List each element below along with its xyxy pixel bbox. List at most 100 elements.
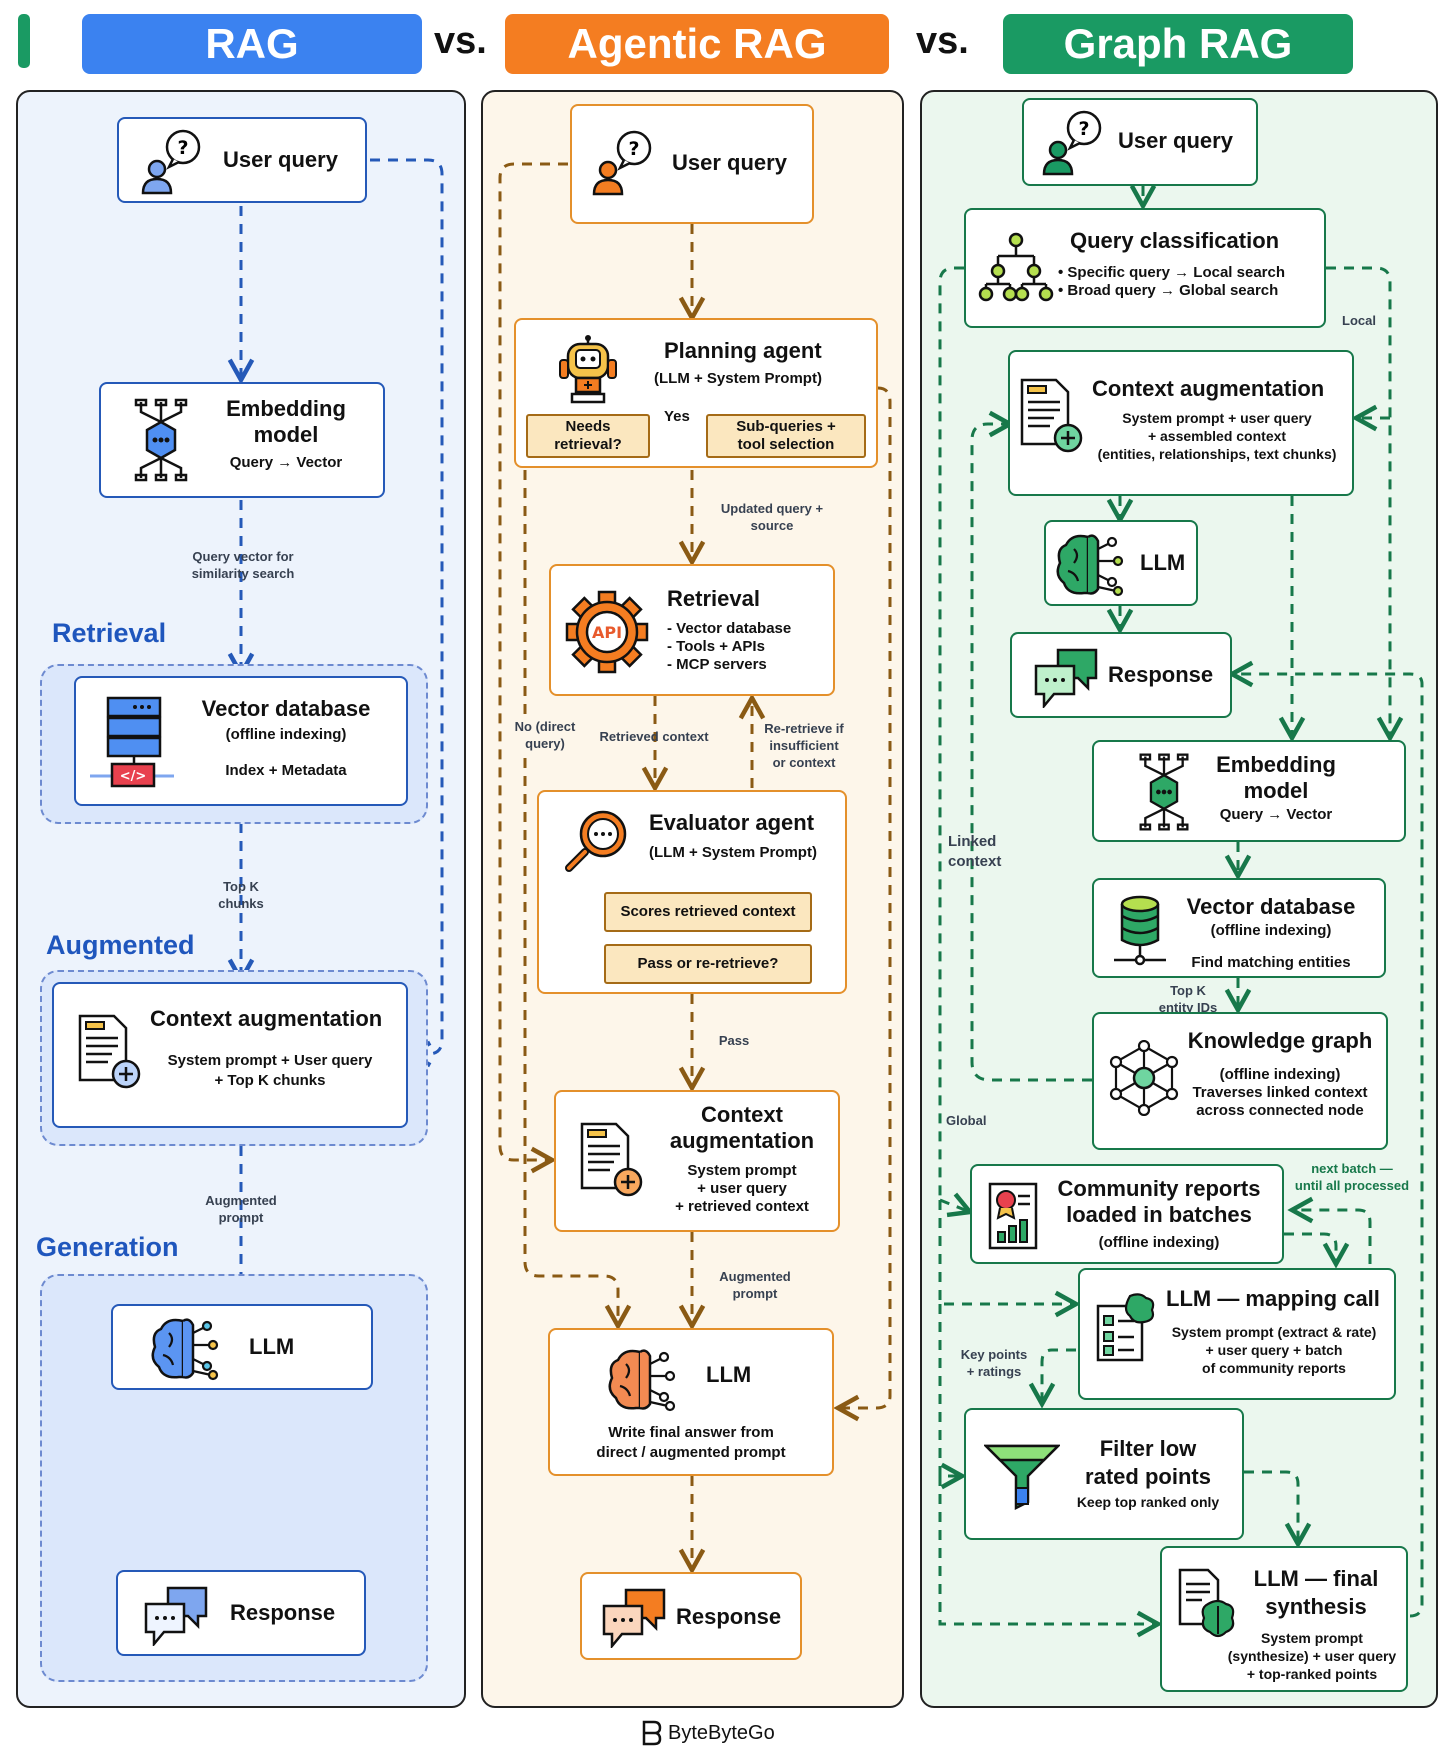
footer-brand-text: ByteByteGo (668, 1721, 775, 1744)
agentic-label-aug-1: Augmented (719, 1269, 791, 1284)
agentic-label-no-direct-1: No (direct (514, 719, 576, 734)
graph-knowledge-graph-title: Knowledge graph (1187, 1028, 1373, 1053)
agentic-label-pass: Pass (718, 1033, 750, 1048)
graph-user-query-label: User query (1118, 128, 1233, 153)
graph-banner-title: Graph RAG (1063, 20, 1293, 67)
graph-final-sub-3: + top-ranked points (1246, 1666, 1378, 1682)
agentic-context-sub-2: + user query (697, 1180, 787, 1197)
robot-icon (559, 335, 617, 404)
graph-knowledge-graph-sub-1: (offline indexing) (1219, 1066, 1341, 1083)
agentic-retrieval-item-2: - Tools + APIs (667, 638, 765, 655)
graph-label-nextbatch-1: next batch — (1311, 1161, 1393, 1176)
rag-banner: RAG (82, 14, 422, 74)
svg-text:</>: </> (120, 769, 147, 784)
rag-section-retrieval: Retrieval (52, 618, 167, 648)
agentic-planning-sub: (LLM + System Prompt) (654, 370, 822, 387)
agentic-label-no-direct: No (direct query) (502, 718, 588, 752)
agentic-llm-label: LLM (706, 1362, 752, 1387)
header-accent-bar (18, 14, 30, 68)
agentic-label-updated-1: Updated query + (720, 501, 824, 516)
graph-vector-db-sub: (offline indexing) (1210, 922, 1332, 939)
magnifier-icon (565, 810, 627, 872)
rag-embedding-title-2: model (253, 422, 319, 447)
svg-text:?: ? (1078, 118, 1089, 140)
graph-label-topk-2: entity IDs (1158, 1000, 1218, 1015)
agentic-chip-needs-retrieval: Needs retrieval? (526, 414, 650, 458)
agentic-user-query-node: ? User query (570, 104, 814, 224)
rag-banner-title: RAG (205, 20, 299, 67)
svg-text:?: ? (177, 137, 188, 159)
rag-embedding-sub: Query → Vector (229, 454, 343, 471)
agentic-label-updated: Updated query + source (704, 500, 840, 534)
graph-final-sub-2: (synthesize) + user query (1227, 1648, 1397, 1664)
graph-query-classification-title: Query classification (1070, 228, 1280, 253)
report-chart-icon (988, 1182, 1038, 1250)
document-brain-icon (1178, 1568, 1235, 1638)
agentic-chip-sub-2: tool selection (737, 436, 835, 453)
agentic-llm-sub-2: direct / augmented prompt (596, 1444, 786, 1461)
graph-label-local: Local (1342, 313, 1376, 328)
chat-bubbles-icon (602, 1588, 666, 1648)
graph-final-synthesis-node: LLM — final synthesis System prompt (syn… (1160, 1546, 1408, 1692)
rag-vector-db-node: </> Vector database (offline indexing) I… (74, 676, 408, 806)
funnel-icon (984, 1444, 1060, 1510)
graph-embedding-node: Embedding model Query → Vector (1092, 740, 1406, 842)
agentic-retrieval-item-3: - MCP servers (667, 656, 767, 673)
agentic-chip-needs-1: Needs (565, 418, 611, 435)
agentic-planning-title: Planning agent (664, 338, 822, 363)
graph-filter-title-2: rated points (1085, 1464, 1211, 1489)
graph-mapping-sub-1: System prompt (extract & rate) (1171, 1324, 1377, 1340)
user-question-icon: ? (1042, 110, 1102, 176)
footer-brand: ByteByteGo (640, 1716, 840, 1750)
graph-llm-label: LLM (1140, 550, 1186, 575)
rag-label-topk-1: Top K (223, 879, 259, 894)
graph-knowledge-graph-sub-3: across connected node (1196, 1102, 1364, 1119)
svg-text:?: ? (628, 138, 639, 160)
graph-final-title-1: LLM — final (1253, 1566, 1379, 1591)
graph-embedding-title-2: model (1243, 778, 1309, 803)
rag-context-aug-title: Context augmentation (150, 1006, 383, 1031)
embedding-model-icon (134, 398, 188, 482)
graph-mapping-call-node: LLM — mapping call System prompt (extrac… (1078, 1268, 1396, 1400)
agentic-label-retrieved: Retrieved context (599, 729, 709, 744)
graph-query-classification-node: Query classification • Specific query → … (964, 208, 1326, 328)
rag-context-aug-sub2: + Top K chunks (214, 1072, 326, 1089)
graph-context-aug-title: Context augmentation (1092, 376, 1325, 401)
rag-user-query-label: User query (223, 147, 338, 172)
api-gear-icon: API (565, 590, 649, 674)
graph-query-classification-item-2: • Broad query → Global search (1058, 282, 1279, 299)
graph-label-keypoints-1: Key points (960, 1347, 1028, 1362)
document-add-icon (1020, 378, 1083, 453)
rag-vector-db-title: Vector database (201, 696, 371, 721)
agentic-planning-yes: Yes (664, 408, 690, 425)
graph-label-nextbatch-2: until all processed (1294, 1178, 1410, 1193)
embedding-model-icon (1139, 753, 1189, 831)
rag-user-query-node: ? User query (117, 117, 367, 203)
hierarchy-icon (978, 232, 1054, 302)
graph-context-aug-sub-1: System prompt + user query (1122, 410, 1312, 426)
agentic-llm-node: LLM Write final answer from direct / aug… (548, 1328, 834, 1476)
graph-label-topk: Top K entity IDs (1146, 982, 1230, 1016)
rag-llm-label: LLM (249, 1334, 295, 1359)
brain-icon (151, 1318, 219, 1381)
rag-section-augmented: Augmented (46, 930, 195, 960)
graph-label-linked-2: context (948, 853, 1002, 870)
graph-vector-db-sub2: Find matching entities (1191, 954, 1351, 971)
graph-vector-db-node: Vector database (offline indexing) Find … (1092, 878, 1386, 978)
graph-label-topk-1: Top K (1170, 983, 1206, 998)
graph-mapping-title: LLM — mapping call (1166, 1286, 1380, 1311)
vs-label-1: vs. (434, 20, 487, 62)
graph-context-aug-sub-3: (entities, relationships, text chunks) (1097, 446, 1337, 462)
agentic-context-sub-1: System prompt (687, 1162, 797, 1179)
brain-icon (608, 1349, 676, 1412)
database-cylinder-icon (1114, 895, 1166, 966)
rag-label-query-vector-2: similarity search (191, 566, 295, 581)
graph-knowledge-graph-node: Knowledge graph (offline indexing) Trave… (1092, 1012, 1388, 1150)
agentic-chip-subqueries: Sub-queries + tool selection (706, 414, 866, 458)
rag-vector-db-sub: (offline indexing) (225, 726, 347, 743)
rag-embedding-title-1: Embedding (226, 396, 346, 421)
graph-label-global: Global (946, 1113, 987, 1128)
agentic-label-reretrieve-1: Re-retrieve if (764, 721, 844, 736)
document-add-icon (580, 1122, 643, 1197)
rag-label-aug-1: Augmented (205, 1193, 277, 1208)
